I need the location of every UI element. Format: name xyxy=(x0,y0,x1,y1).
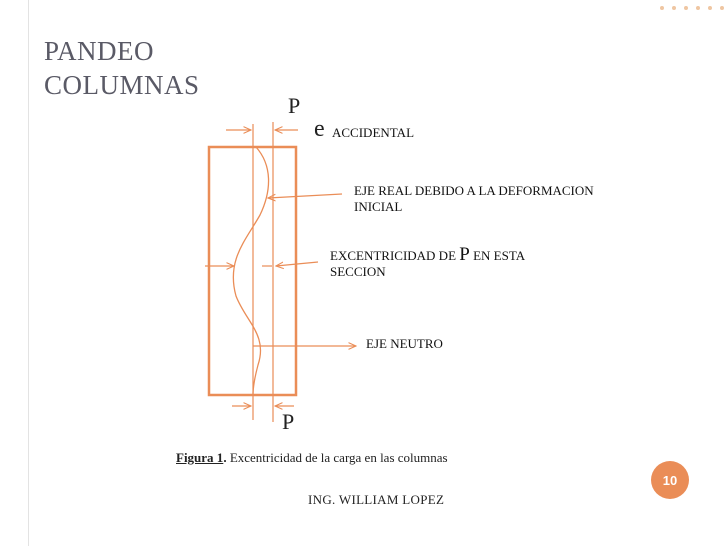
frame-dot xyxy=(672,6,676,10)
slide-title-line1: PANDEO xyxy=(44,36,155,66)
frame-dots xyxy=(0,0,728,30)
excentricidad-post: EN ESTA xyxy=(469,248,526,263)
real-axis-curve xyxy=(232,146,270,396)
page-number-badge: 10 xyxy=(651,461,689,499)
author-name: ING. WILLIAM LOPEZ xyxy=(308,492,445,507)
slide-title: PANDEO COLUMNAS xyxy=(44,34,200,102)
figure-caption: Figura 1. Excentricidad de la carga en l… xyxy=(176,450,448,466)
excentricidad-p: P xyxy=(459,244,470,265)
e-label: ACCIDENTAL xyxy=(332,125,415,140)
eje-real-line1: EJE REAL DEBIDO A LA DEFORMACION xyxy=(354,183,594,198)
load-bottom-label: P xyxy=(282,409,295,434)
load-top-label: P xyxy=(288,93,301,118)
figure-label: Figura 1 xyxy=(176,450,224,465)
eje-real-label: EJE REAL DEBIDO A LA DEFORMACION INICIAL xyxy=(354,183,594,215)
frame-dot xyxy=(684,6,688,10)
pointer-eje-real xyxy=(268,193,343,198)
frame-line xyxy=(28,0,29,546)
frame-dot xyxy=(660,6,664,10)
frame-dot xyxy=(720,6,724,10)
ecc-mid-arrow-right xyxy=(276,261,319,266)
figure-text: Excentricidad de la carga en las columna… xyxy=(226,450,448,465)
e-symbol: e xyxy=(314,116,325,142)
excentricidad-line2: SECCION xyxy=(330,264,386,279)
frame-dot xyxy=(696,6,700,10)
slide-title-line2: COLUMNAS xyxy=(44,70,200,100)
excentricidad-label: EXCENTRICIDAD DE P EN ESTA SECCION xyxy=(330,244,526,280)
frame-dot xyxy=(708,6,712,10)
eje-neutro-label: EJE NEUTRO xyxy=(366,336,443,351)
eje-real-line2: INICIAL xyxy=(354,199,403,214)
excentricidad-line1: EXCENTRICIDAD DE P EN ESTA xyxy=(330,244,526,265)
excentricidad-pre: EXCENTRICIDAD DE xyxy=(330,248,460,263)
figure-sep: . xyxy=(223,450,227,465)
